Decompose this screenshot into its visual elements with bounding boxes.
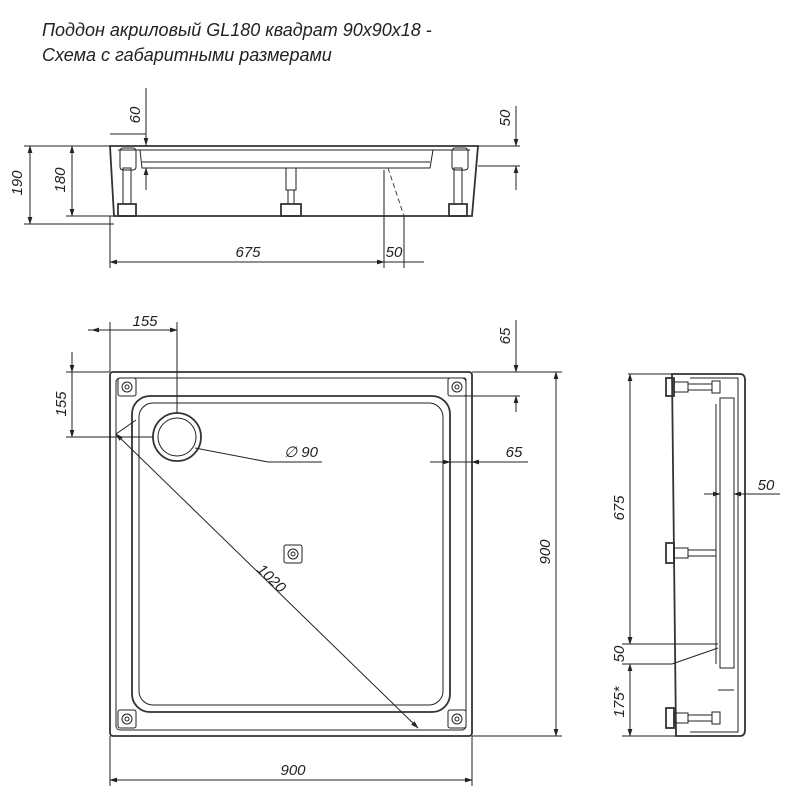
dim-60: 60 — [127, 106, 144, 123]
dim-675-front: 675 — [235, 244, 261, 261]
dim-50-side-low: 50 — [611, 645, 628, 662]
dim-900-right: 900 — [537, 539, 554, 565]
dim-65-top: 65 — [497, 327, 514, 344]
side-foot-bottom — [665, 707, 721, 729]
tray-outer-square — [109, 371, 473, 737]
dim-675-side: 675 — [611, 495, 628, 521]
side-foot-center — [665, 542, 717, 564]
right-corner-post — [451, 147, 469, 171]
tray-side-outline — [671, 373, 746, 737]
left-corner-post — [119, 147, 137, 171]
drain-outlet — [152, 412, 202, 462]
tray-front-outline — [109, 145, 479, 217]
dim-155-top: 155 — [132, 313, 158, 330]
corner-foot-bottom-left — [117, 709, 137, 729]
front-foot-center — [280, 167, 302, 217]
dim-900-bottom: 900 — [280, 762, 306, 779]
dim-175-star: 175* — [611, 685, 628, 717]
dim-50-bottom: 50 — [386, 244, 403, 261]
side-view: 675 50 50 175* — [611, 373, 780, 737]
dim-155-left: 155 — [53, 391, 70, 417]
top-view: 155 65 155 ∅ 90 65 1020 900 — [53, 313, 562, 786]
corner-foot-bottom-right — [447, 709, 467, 729]
side-foot-top — [665, 377, 721, 397]
front-foot-right — [448, 167, 468, 217]
dim-50-top: 50 — [497, 109, 514, 126]
dim-diameter-90: ∅ 90 — [284, 444, 319, 461]
drawing-title-line-1: Поддон акриловый GL180 квадрат 90x90x18 … — [42, 20, 432, 40]
corner-foot-top-left — [117, 377, 137, 397]
dim-180: 180 — [52, 167, 69, 193]
center-foot — [283, 544, 303, 564]
dim-1020-diagonal: 1020 — [253, 561, 289, 597]
drain-hidden-line — [387, 167, 405, 217]
dim-65-right: 65 — [506, 444, 523, 461]
front-view: 60 50 190 180 675 50 — [9, 88, 520, 268]
tray-inner-basin — [139, 149, 434, 169]
drawing-title-line-2: Схема с габаритными размерами — [42, 45, 332, 65]
corner-foot-top-right — [447, 377, 467, 397]
dim-190: 190 — [9, 170, 26, 196]
dim-50-side: 50 — [758, 477, 775, 494]
front-foot-left — [117, 167, 137, 217]
